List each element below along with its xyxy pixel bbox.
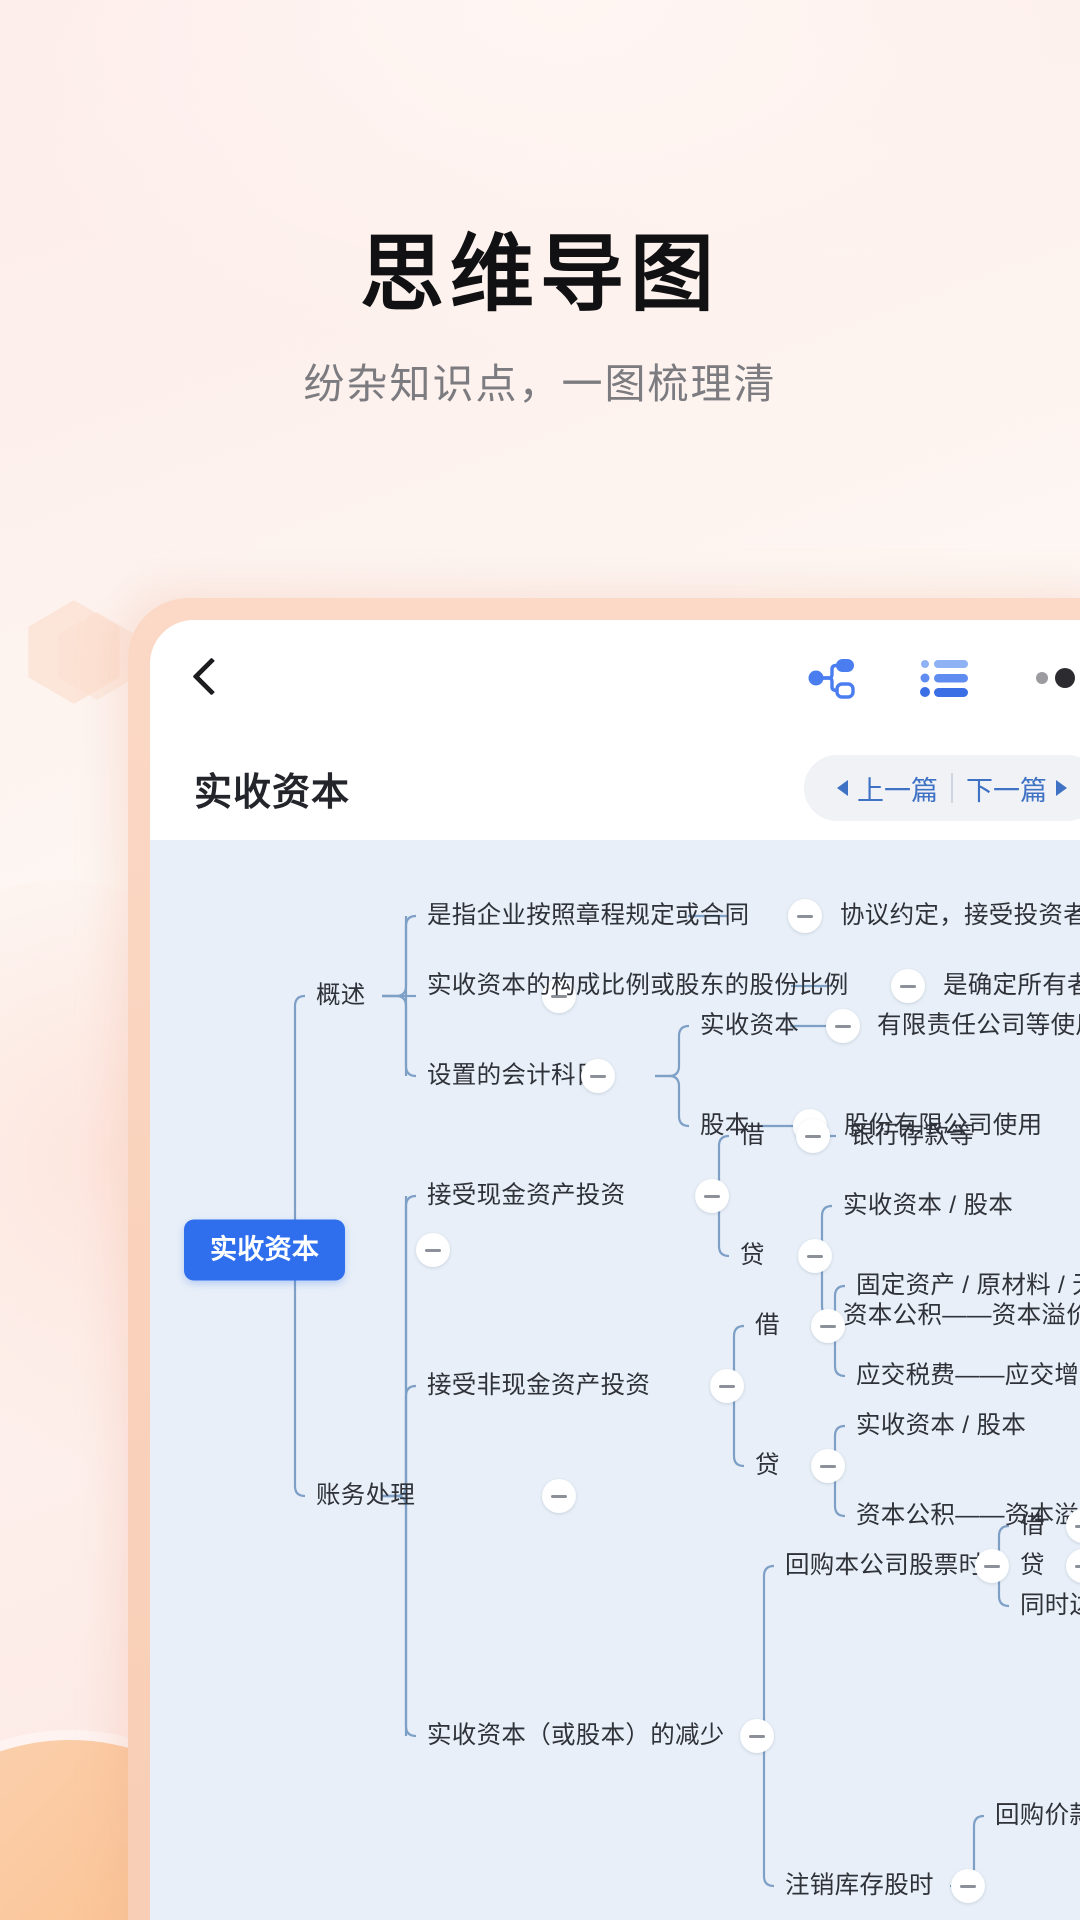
triangle-right-icon: [1056, 780, 1067, 796]
next-article-label: 下一篇: [966, 775, 1047, 806]
mindmap-node-ov2[interactable]: 实收资本的构成比例或股东的股份比例: [427, 971, 849, 999]
prev-article-button[interactable]: 上一篇: [824, 769, 951, 808]
toggle-cancel[interactable]: [951, 1869, 985, 1903]
mindmap-node-noncash-credit-2[interactable]: 资本公积——资本溢价 / 资本: [856, 1501, 1080, 1529]
document-title-bar: 实收资本 上一篇 下一篇: [150, 736, 1080, 840]
bullet-list-icon[interactable]: [920, 652, 972, 704]
app-toolbar: [150, 620, 1080, 736]
toggle-accounting[interactable]: [542, 1479, 576, 1513]
toggle-noncash-debit[interactable]: [811, 1309, 845, 1343]
document-title: 实收资本: [194, 771, 351, 814]
mindmap-node-cash[interactable]: 接受现金资产投资: [427, 1181, 626, 1209]
toggle-cash-debit[interactable]: [796, 1119, 830, 1153]
prev-article-label: 上一篇: [857, 775, 938, 806]
mindmap-node-ov1a[interactable]: 协议约定，接受投资者投入企业的资: [840, 901, 1080, 929]
mindmap-node-cancel-1[interactable]: 回购价款溢: [995, 1801, 1080, 1829]
mindmap-node-noncash-debit-1[interactable]: 固定资产 / 原材料 / 无形资产: [856, 1271, 1080, 1299]
toggle-cash[interactable]: [695, 1179, 729, 1213]
toggle-buyback[interactable]: [975, 1549, 1009, 1583]
mindmap-node-cash-debit[interactable]: 借: [740, 1121, 765, 1149]
mindmap-node-decrease[interactable]: 实收资本（或股本）的减少: [427, 1721, 725, 1749]
toggle-noncash-credit[interactable]: [811, 1449, 845, 1483]
mindmap-node-cash-credit[interactable]: 贷: [740, 1241, 765, 1269]
mindmap-node-noncash-debit-2[interactable]: 应交税费——应交增值税（进: [856, 1361, 1080, 1389]
mindmap-node-ov3b1[interactable]: 股份有限公司使用: [844, 1111, 1043, 1139]
triangle-left-icon: [837, 780, 848, 796]
mindmap-node-buyback[interactable]: 回购本公司股票时: [785, 1551, 984, 1579]
mindmap-node-ov3b[interactable]: 股本: [700, 1111, 750, 1139]
mindmap-node-cash-credit-2[interactable]: 资本公积——资本溢价 / 资本公: [843, 1301, 1080, 1329]
mindmap-node-ov3a[interactable]: 实收资本: [700, 1011, 800, 1039]
more-dots-icon[interactable]: [1034, 663, 1080, 693]
toggle-buyback-credit[interactable]: [1066, 1549, 1080, 1583]
mindmap-node-ov2a[interactable]: 是确定所有者在企业所有者: [943, 971, 1080, 999]
mindmap-node-cash-credit-1[interactable]: 实收资本 / 股本: [843, 1191, 1014, 1219]
mindmap-node-noncash-credit-1[interactable]: 实收资本 / 股本: [856, 1411, 1027, 1439]
mindmap-node-icon[interactable]: [806, 652, 858, 704]
mindmap-node-noncash-credit[interactable]: 贷: [755, 1451, 780, 1479]
mindmap-node-accounting[interactable]: 账务处理: [316, 1481, 416, 1509]
toggle-ov3a[interactable]: [826, 1009, 860, 1043]
mindmap-node-buyback-credit[interactable]: 贷: [1020, 1551, 1045, 1579]
phone-mockup-frame: 实收资本 上一篇 下一篇: [128, 598, 1080, 1920]
phone-screen: 实收资本 上一篇 下一篇: [150, 620, 1080, 1920]
mindmap-node-cancel[interactable]: 注销库存股时: [785, 1871, 934, 1899]
mindmap-node-cash-debit-1[interactable]: 银行存款等: [850, 1121, 974, 1149]
mindmap-node-ov3a1[interactable]: 有限责任公司等使用: [877, 1011, 1080, 1039]
nav-separator: [951, 773, 953, 803]
toggle-ov1[interactable]: [788, 899, 822, 933]
toggle-root[interactable]: [416, 1233, 450, 1267]
toggle-cash-credit[interactable]: [798, 1239, 832, 1273]
mindmap-node-ov3[interactable]: 设置的会计科目: [427, 1061, 601, 1089]
next-article-button[interactable]: 下一篇: [953, 769, 1080, 808]
toggle-ov2[interactable]: [891, 969, 925, 1003]
mindmap-content: 实收资本 概述 是指企业按照章程规定或合同 协议约定，接受投资者投入企业的资 实…: [150, 840, 1080, 1920]
page-title: 思维导图: [359, 227, 720, 321]
mindmap-node-noncash[interactable]: 接受非现金资产投资: [427, 1371, 651, 1399]
mindmap-node-root[interactable]: 实收资本: [184, 1219, 346, 1281]
mindmap-canvas[interactable]: 实收资本 概述 是指企业按照章程规定或合同 协议约定，接受投资者投入企业的资 实…: [150, 840, 1080, 1920]
mindmap-node-noncash-debit[interactable]: 借: [755, 1311, 780, 1339]
mindmap-node-ov1[interactable]: 是指企业按照章程规定或合同: [427, 901, 750, 929]
mindmap-node-buyback-debit[interactable]: 借: [1020, 1511, 1045, 1539]
toggle-ov3[interactable]: [581, 1059, 615, 1093]
hero-section: 思维导图 纷杂知识点，一图梳理清: [0, 0, 1080, 410]
page-subtitle: 纷杂知识点，一图梳理清: [303, 361, 777, 407]
back-chevron-icon[interactable]: [184, 655, 230, 701]
toggle-decrease[interactable]: [740, 1719, 774, 1753]
toggle-overview[interactable]: [542, 979, 576, 1013]
mindmap-node-overview[interactable]: 概述: [316, 981, 366, 1009]
toggle-buyback-debit[interactable]: [1066, 1509, 1080, 1543]
mindmap-node-buyback-same[interactable]: 同时边: [1020, 1591, 1080, 1619]
toggle-noncash[interactable]: [710, 1369, 744, 1403]
article-nav-pill: 上一篇 下一篇: [804, 755, 1080, 821]
